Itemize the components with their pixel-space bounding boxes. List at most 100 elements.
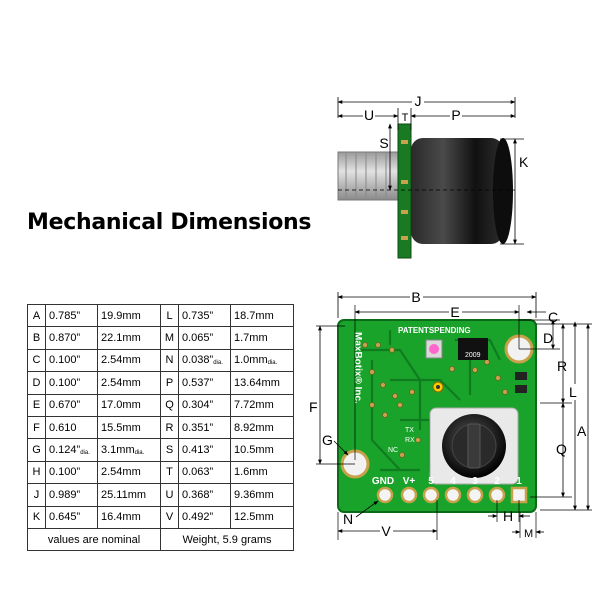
dimension-letter: E [27, 393, 46, 417]
dim-label-b: B [411, 289, 420, 305]
dimension-inches: 0.670” [45, 393, 98, 417]
dimension-mm-value: 10.5mm [234, 444, 274, 457]
dimension-letter: J [27, 483, 46, 507]
dim-label-p: P [451, 107, 460, 123]
dim-label-d: D [543, 330, 553, 346]
board-year: 2009 [465, 352, 481, 359]
dimension-mm-unit: dia. [267, 360, 278, 367]
dim-label-q: Q [556, 441, 567, 457]
table-footer-weight: Weight, 5.9 grams [160, 527, 294, 552]
dimension-mm-value: 25.11mm [101, 488, 147, 501]
dimension-mm-value: 9.36mm [234, 488, 274, 501]
dimension-inches: 0.645” [45, 505, 98, 529]
dim-label-k: K [519, 154, 529, 170]
board-rx: RX [405, 437, 415, 444]
dimension-letter-value: T [166, 466, 173, 479]
dimension-letter-value: M [164, 332, 175, 345]
dimension-inches: 0.304” [178, 393, 231, 417]
pin-pad [444, 486, 462, 504]
dimension-mm-value: 7.72mm [234, 399, 274, 412]
pin-label: 1 [516, 476, 522, 487]
dim-label-j: J [415, 93, 422, 109]
table-footer-row: values are nominal Weight, 5.9 grams [27, 527, 294, 552]
dimension-mm-value: 16.4mm [101, 511, 141, 524]
table-footer-note: values are nominal [27, 527, 161, 552]
dimension-inches: 0.492” [178, 505, 231, 529]
pin-pad [422, 486, 440, 504]
pin-label: V+ [403, 476, 416, 487]
dimension-mm: 13.64mm [230, 371, 294, 395]
dimension-inches-value: 0.368” [182, 488, 214, 501]
dimension-mm: 15.5mm [97, 415, 161, 440]
dimension-mm: 9.36mm [230, 483, 294, 507]
dimension-letter-value: K [32, 511, 41, 524]
dimension-inches-value: 0.100” [49, 376, 81, 389]
dim-label-m: M [524, 528, 533, 540]
dimension-mm-value: 3.1mm [101, 444, 135, 457]
dim-label-c: C [548, 309, 558, 325]
dim-label-h: H [503, 508, 513, 524]
pin-label: 3 [472, 476, 478, 487]
dimension-mm: 2.54mm [97, 348, 161, 373]
dimension-inches-value: 0.038” [182, 354, 214, 367]
pin-label: 2 [494, 476, 500, 487]
dimension-inches-value: 0.670” [49, 399, 81, 412]
dimension-letter: M [160, 326, 179, 350]
dim-label-t: T [402, 112, 409, 124]
dimension-mm: 19.9mm [97, 303, 161, 328]
dimension-mm-value: 15.5mm [101, 421, 141, 434]
dimension-letter-value: A [32, 309, 41, 322]
pin-label: GND [372, 476, 394, 487]
dimension-letter: D [27, 371, 46, 395]
dimension-mm-value: 22.1mm [101, 332, 141, 345]
dimension-mm: 8.92mm [230, 415, 294, 440]
dimension-inches: 0.124”dia. [45, 438, 98, 462]
dimension-letter: A [27, 303, 46, 328]
dimension-inches-value: 0.492” [182, 511, 214, 524]
dimension-mm-value: 1.7mm [234, 332, 268, 345]
pin-pad [400, 486, 418, 504]
table-footer-note-value: values are nominal [47, 533, 141, 546]
dimension-mm-value: 1.6mm [234, 466, 268, 479]
dimension-mm-unit: dia. [134, 450, 145, 457]
dim-label-f: F [309, 399, 318, 415]
dim-label-u: U [364, 107, 374, 123]
dimension-letter-value: U [165, 488, 174, 501]
front-ic-chip [458, 338, 488, 360]
dimension-inches-value: 0.413” [182, 444, 214, 457]
side-view: J U T P S K [337, 93, 529, 259]
dim-label-r: R [557, 358, 567, 374]
pin-label: 5 [428, 476, 434, 487]
dim-label-l: L [569, 384, 577, 400]
pin-pad [376, 486, 394, 504]
dimension-inches-value: 0.645” [49, 511, 81, 524]
dimension-mm: 22.1mm [97, 326, 161, 350]
board-tx: TX [405, 427, 414, 434]
dimension-inches: 0.610 [45, 415, 98, 440]
dimension-letter-value: R [165, 421, 174, 434]
dimension-inches: 0.785” [45, 303, 98, 328]
dimension-inches-value: 0.537” [182, 376, 214, 389]
dimension-mm-value: 1.0mm [234, 354, 268, 367]
dimension-mm-value: 17.0mm [101, 399, 141, 412]
dimension-letter: S [160, 438, 179, 462]
table-footer-weight-value: Weight, 5.9 grams [182, 533, 272, 546]
side-transducer [411, 138, 503, 244]
board-patents: PATENTSPENDING [398, 326, 471, 335]
dimension-letter-value: Q [165, 399, 174, 412]
dimension-mm: 1.0mmdia. [230, 348, 294, 373]
dimension-mm-value: 2.54mm [101, 376, 141, 389]
page-title: Mechanical Dimensions [27, 210, 312, 235]
dimension-letter-value: F [33, 421, 40, 434]
dimension-mm: 1.6mm [230, 460, 294, 485]
